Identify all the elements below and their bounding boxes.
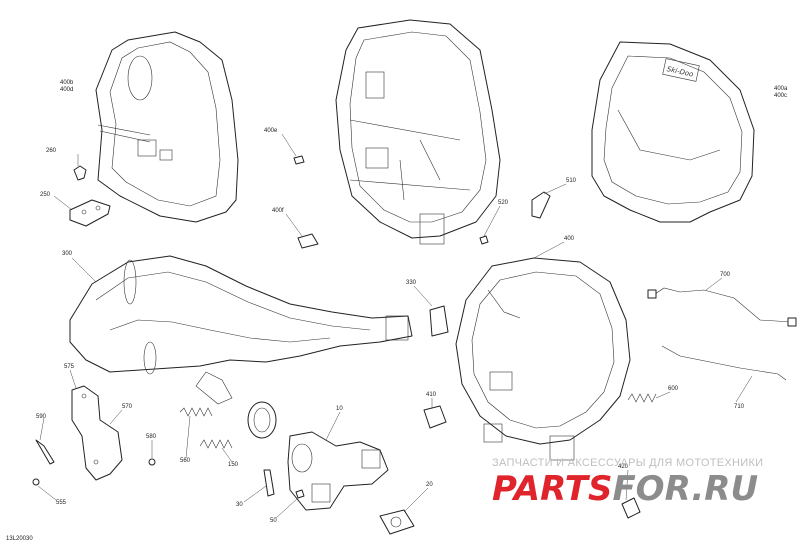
nut-520	[479, 235, 489, 245]
callout-400: 400	[564, 236, 575, 242]
callout-400a-line1: 400a	[774, 86, 788, 92]
callout-570: 570	[122, 404, 133, 410]
cap-420	[621, 497, 641, 519]
callout-400f: 400f	[272, 208, 284, 214]
callout-600: 600	[668, 386, 679, 392]
callout-400d-line2: 400d	[60, 87, 73, 93]
watermark-brand-part1: PARTS	[492, 469, 612, 509]
watermark: ЗАПЧАСТИ И АКСЕССУАРЫ ДЛЯ МОТОТЕХНИКИ PA…	[492, 457, 763, 509]
silencer-cover-left	[95, 31, 239, 223]
nut-555	[32, 478, 40, 486]
bracket-250	[69, 199, 111, 227]
sensor-cable-710	[661, 345, 787, 381]
clamp-330	[429, 305, 449, 337]
callout-575: 575	[64, 364, 75, 370]
reference-code: 13L20030	[6, 536, 33, 542]
callout-50: 50	[270, 518, 277, 524]
callout-510: 510	[566, 178, 577, 184]
watermark-brand: PARTSFOR.RU	[492, 469, 758, 509]
callout-580: 580	[146, 434, 157, 440]
callout-520: 520	[498, 200, 509, 206]
grommet-400e	[293, 155, 305, 165]
spring-600	[627, 393, 657, 403]
callout-710: 710	[734, 404, 745, 410]
callout-555: 555	[56, 500, 67, 506]
gasket-20	[379, 509, 415, 535]
silencer-assembly	[455, 257, 631, 461]
exhaust-manifold	[287, 431, 389, 511]
silencer-base-middle	[335, 19, 501, 245]
callout-30: 30	[236, 502, 243, 508]
bolt-590	[35, 439, 55, 465]
nut-260	[73, 165, 87, 181]
bolt-30	[263, 469, 275, 497]
callout-leaders	[37, 133, 753, 519]
bracket-570	[71, 385, 123, 481]
watermark-tagline: ЗАПЧАСТИ И АКСЕССУАРЫ ДЛЯ МОТОТЕХНИКИ	[492, 457, 763, 469]
callout-410: 410	[426, 392, 437, 398]
exhaust-pipe	[69, 255, 413, 405]
callout-400b-line1: 400b	[60, 80, 74, 86]
callout-420: 420	[618, 464, 629, 470]
pad-400f	[297, 233, 319, 249]
callout-700: 700	[720, 272, 731, 278]
callout-330: 330	[406, 280, 417, 286]
callout-250: 250	[40, 192, 51, 198]
bracket-510	[531, 191, 551, 219]
callout-150: 150	[228, 462, 239, 468]
watermark-brand-part2: FOR.RU	[612, 469, 758, 509]
silencer-cover-right: Ski-Doo	[591, 41, 755, 223]
sensor-cable-700	[647, 287, 797, 327]
callout-590: 590	[36, 414, 47, 420]
callout-560: 560	[180, 458, 191, 464]
spring-560	[179, 407, 213, 417]
spring-150	[199, 439, 233, 449]
sensor-410	[423, 405, 447, 429]
callout-10: 10	[336, 406, 343, 412]
callout-260: 260	[46, 148, 57, 154]
washer-580	[148, 458, 156, 466]
nut-50	[295, 489, 305, 499]
callout-400e: 400e	[264, 128, 278, 134]
gasket-ring	[247, 401, 277, 439]
callout-300: 300	[62, 251, 73, 257]
callout-400c-line2: 400c	[774, 93, 787, 99]
callout-20: 20	[426, 482, 433, 488]
